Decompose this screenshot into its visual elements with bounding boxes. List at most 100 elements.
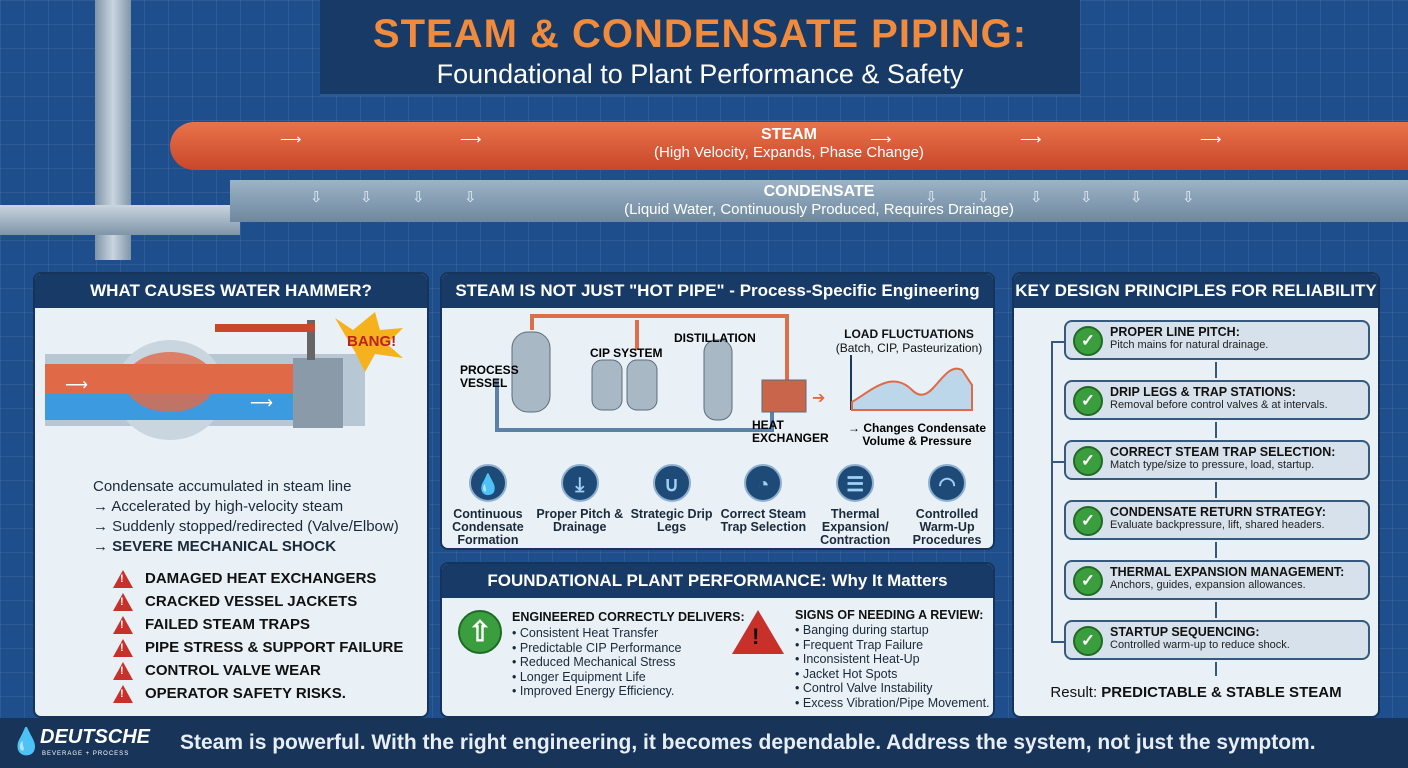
load-title: LOAD FLUCTUATIONS	[844, 327, 974, 341]
feature-steam-trap: ◔Correct Steam Trap Selection	[718, 464, 808, 547]
feature-thermal: ☰Thermal Expansion/ Contraction	[810, 464, 900, 547]
check-icon: ✓	[1073, 446, 1103, 476]
down-arrow-icon: ⇩	[925, 189, 938, 206]
principle-step: ✓THERMAL EXPANSION MANAGEMENT:Anchors, g…	[1064, 560, 1370, 600]
tagline: Steam is powerful. With the right engine…	[180, 731, 1316, 754]
warning-icon	[113, 592, 133, 611]
process-diagram: ➔	[495, 314, 973, 432]
footer: 💧 DEUTSCHE BEVERAGE + PROCESS Steam is p…	[0, 718, 1408, 768]
exclamation-icon: !	[752, 624, 760, 649]
warning-icon	[113, 615, 133, 634]
principle-step: ✓CONDENSATE RETURN STRATEGY:Evaluate bac…	[1064, 500, 1370, 540]
cause-line: → Accelerated by high-velocity steam	[93, 498, 344, 515]
good-item: Reduced Mechanical Stress	[512, 655, 745, 670]
cause-line: Condensate accumulated in steam line	[93, 478, 352, 495]
svg-text:⟶: ⟶	[65, 377, 88, 394]
down-arrow-icon: ⇩	[310, 189, 323, 206]
flow-arrow-icon: ⟶	[870, 131, 892, 148]
svg-text:➔: ➔	[812, 390, 825, 407]
label-distillation: DISTILLATION	[674, 331, 756, 345]
good-item: Consistent Heat Transfer	[512, 626, 745, 641]
good-item: Improved Energy Efficiency.	[512, 684, 745, 699]
principle-step: ✓CORRECT STEAM TRAP SELECTION:Match type…	[1064, 440, 1370, 480]
warning-icon	[113, 638, 133, 657]
water-drops-icon: 💧	[468, 464, 507, 502]
check-icon: ✓	[1073, 386, 1103, 416]
down-arrow-icon: ⇩	[1080, 189, 1093, 206]
warning-icon	[732, 610, 784, 654]
down-arrow-icon: ⇩	[1030, 189, 1043, 206]
bad-item: Control Valve Instability	[795, 681, 990, 696]
water-hammer-panel: WHAT CAUSES WATER HAMMER? BANG! ⟶⟶ Conde…	[33, 272, 429, 718]
down-arrow-icon: ⇩	[412, 189, 425, 206]
principle-step: ✓STARTUP SEQUENCING:Controlled warm-up t…	[1064, 620, 1370, 660]
bad-title: SIGNS OF NEEDING A REVIEW:	[795, 608, 984, 622]
check-icon: ✓	[1073, 566, 1103, 596]
down-arrow-icon: ⇩	[1182, 189, 1195, 206]
good-item: Longer Equipment Life	[512, 670, 745, 685]
risk-item: DAMAGED HEAT EXCHANGERS	[113, 567, 403, 590]
result-line: Result: PREDICTABLE & STABLE STEAM	[1050, 684, 1342, 701]
svg-text:⟶: ⟶	[250, 395, 273, 412]
down-arrow-icon: ⇩	[977, 189, 990, 206]
logo-text: DEUTSCHE	[40, 726, 151, 748]
warning-icon	[113, 661, 133, 680]
warning-icon	[113, 569, 133, 588]
up-arrow-icon: ⇧	[458, 610, 502, 654]
principles-title: KEY DESIGN PRINCIPLES FOR RELIABILITY	[1014, 274, 1378, 308]
down-arrow-icon: ⇩	[464, 189, 477, 206]
flow-arrow-icon: ⟶	[1020, 131, 1042, 148]
bad-item: Jacket Hot Spots	[795, 667, 990, 682]
steam-desc: (High Velocity, Expands, Phase Change)	[654, 144, 924, 161]
feature-pitch: ⤓Proper Pitch & Drainage	[535, 464, 625, 547]
principles-panel: KEY DESIGN PRINCIPLES FOR RELIABILITY ✓P…	[1012, 272, 1380, 718]
process-title: STEAM IS NOT JUST "HOT PIPE" - Process-S…	[442, 274, 993, 308]
gauge-icon: ◠	[928, 464, 967, 502]
feature-condensate: 💧Continuous Condensate Formation	[443, 464, 533, 547]
load-note: → Changes Condensate Volume & Pressure	[847, 421, 987, 448]
principle-step: ✓PROPER LINE PITCH:Pitch mains for natur…	[1064, 320, 1370, 360]
download-arrow-icon: ⤓	[560, 464, 599, 502]
label-heat-exchanger: HEAT EXCHANGER	[752, 418, 829, 445]
flow-arrow-icon: ⟶	[460, 131, 482, 148]
label-process-vessel: PROCESS VESSEL	[460, 363, 519, 390]
warning-icon	[113, 684, 133, 703]
risk-item: OPERATOR SAFETY RISKS.	[113, 682, 403, 705]
condensate-label: CONDENSATE	[763, 183, 875, 200]
steam-pipe: ⟶⟶⟶⟶⟶ STEAM (High Velocity, Expands, Pha…	[170, 122, 1408, 170]
feature-warmup: ◠Controlled Warm-Up Procedures	[902, 464, 992, 547]
expansion-icon: ☰	[836, 464, 875, 502]
good-item: Predictable CIP Performance	[512, 641, 745, 656]
page-title: STEAM & CONDENSATE PIPING:	[372, 12, 1028, 56]
load-subtitle: (Batch, CIP, Pasteurization)	[835, 341, 983, 355]
performance-title: FOUNDATIONAL PLANT PERFORMANCE: Why It M…	[442, 564, 993, 598]
down-arrow-icon: ⇩	[360, 189, 373, 206]
cause-emphasis: → SEVERE MECHANICAL SHOCK	[93, 538, 337, 555]
title-banner: STEAM & CONDENSATE PIPING: Foundational …	[320, 0, 1080, 96]
process-panel: STEAM IS NOT JUST "HOT PIPE" - Process-S…	[440, 272, 995, 550]
steam-label: STEAM	[761, 126, 817, 143]
check-icon: ✓	[1073, 626, 1103, 656]
risk-item: FAILED STEAM TRAPS	[113, 613, 403, 636]
water-drop-logo-icon: 💧	[10, 726, 43, 756]
feature-drip-legs: ∪Strategic Drip Legs	[627, 464, 717, 547]
condensate-desc: (Liquid Water, Continuously Produced, Re…	[624, 201, 1014, 218]
principle-step: ✓DRIP LEGS & TRAP STATIONS:Removal befor…	[1064, 380, 1370, 420]
label-cip-system: CIP SYSTEM	[590, 346, 663, 360]
good-title: ENGINEERED CORRECTLY DELIVERS:	[512, 610, 745, 624]
water-hammer-illustration: BANG! ⟶ ⟶	[45, 312, 403, 440]
check-icon: ✓	[1073, 506, 1103, 536]
bad-item: Excess Vibration/Pipe Movement.	[795, 696, 990, 711]
steam-trap-icon: ◔	[744, 464, 783, 502]
flow-arrow-icon: ⟶	[1200, 131, 1222, 148]
logo-subtext: BEVERAGE + PROCESS	[42, 751, 130, 757]
cause-line: → Suddenly stopped/redirected (Valve/Elb…	[93, 518, 399, 535]
condensate-pipe: ⇩ ⇩ ⇩ ⇩ ⇩ ⇩ ⇩ ⇩ ⇩ ⇩ CONDENSATE (Liquid Water, Con…	[230, 180, 1408, 222]
down-arrow-icon: ⇩	[1130, 189, 1143, 206]
performance-panel: FOUNDATIONAL PLANT PERFORMANCE: Why It M…	[440, 562, 995, 718]
risk-item: CONTROL VALVE WEAR	[113, 659, 403, 682]
page-subtitle: Foundational to Plant Performance & Safe…	[436, 59, 964, 89]
risk-item: CRACKED VESSEL JACKETS	[113, 590, 403, 613]
bang-text: BANG!	[347, 333, 396, 350]
bad-item: Inconsistent Heat-Up	[795, 652, 990, 667]
